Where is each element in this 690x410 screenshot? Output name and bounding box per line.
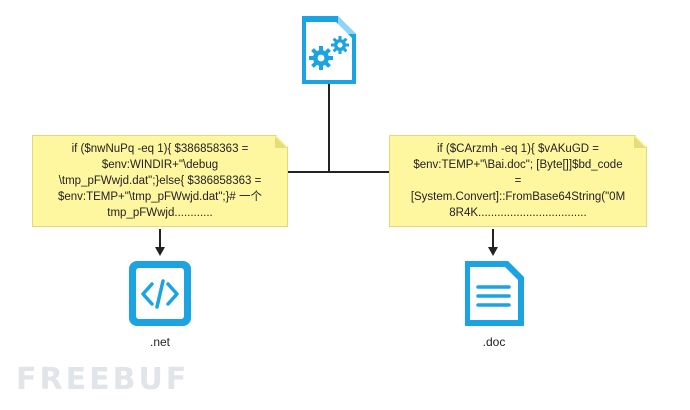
freebuf-watermark: FREEBUF bbox=[16, 362, 190, 397]
document-lines-icon bbox=[465, 261, 524, 326]
left-code-note: if ($nwNuPq -eq 1){ $386858363 = $env:WI… bbox=[32, 135, 288, 227]
code-file-icon bbox=[129, 261, 191, 326]
config-file-gear-icon bbox=[302, 16, 356, 84]
doc-label: .doc bbox=[482, 335, 506, 349]
left-arrow-head bbox=[155, 247, 165, 256]
net-label: .net bbox=[149, 335, 170, 349]
right-arrow-head bbox=[488, 247, 498, 256]
arrows bbox=[159, 229, 494, 248]
connectors bbox=[282, 84, 392, 173]
right-code-note: if ($CArzmh -eq 1){ $vAKuGD = $env:TEMP+… bbox=[389, 135, 647, 227]
